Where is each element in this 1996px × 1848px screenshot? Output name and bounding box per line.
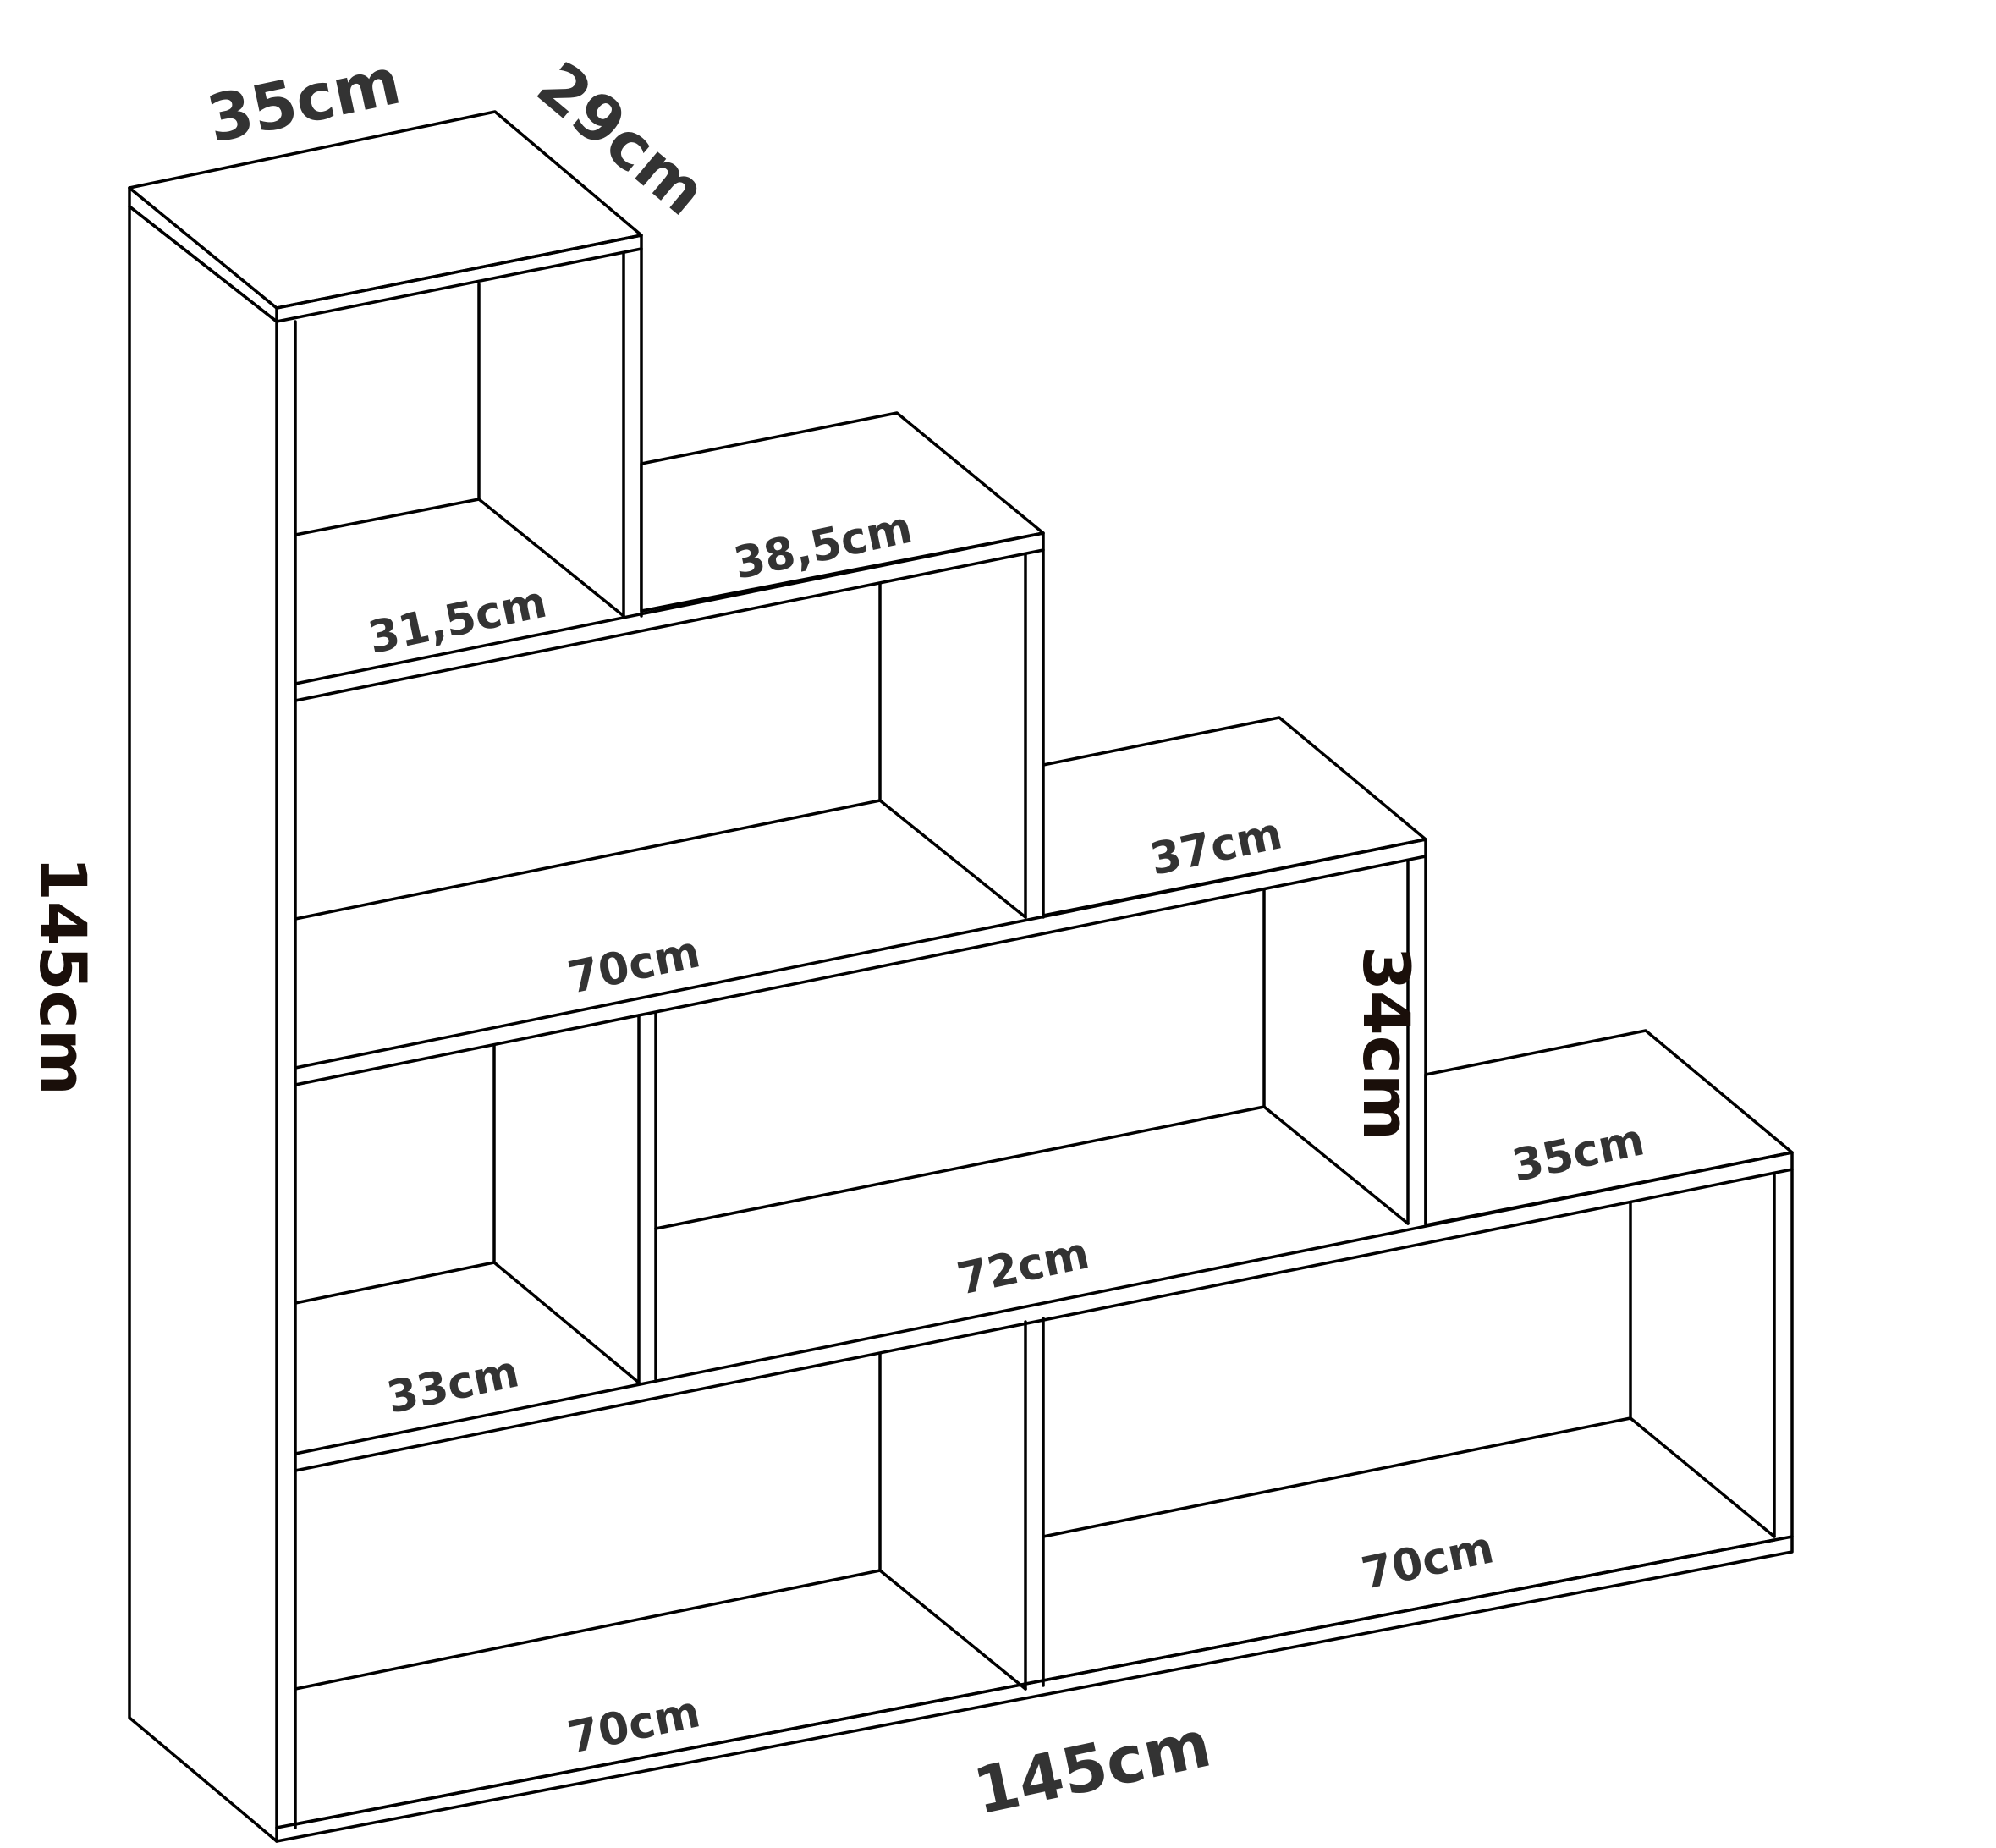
base-top-edge: [294, 1538, 1776, 1826]
l2-back-diagonal: [878, 799, 1027, 919]
l4-right-back-corner: [1042, 1202, 1632, 1538]
level4-left-shelf-label: 70cm: [564, 1686, 704, 1763]
level2-top: [640, 411, 1045, 613]
level3-right-shelf-label: 72cm: [953, 1228, 1093, 1305]
l1-back-corner: [294, 283, 481, 536]
base-width-label: 145cm: [967, 1706, 1217, 1829]
l3-left-back-diagonal: [492, 1261, 641, 1384]
left-side-panel: [128, 205, 278, 1843]
top-cap-front: [275, 234, 643, 323]
shelf2-front: [294, 838, 1427, 1086]
l4-left-back-corner: [294, 1352, 882, 1691]
l3-left-back-corner: [294, 1044, 496, 1305]
shelf1-front: [294, 531, 1045, 702]
left-panel-edge: [128, 186, 278, 323]
height-label: 145cm: [25, 856, 101, 1096]
l1-back-diagonal: [477, 498, 625, 618]
l4-right-back-diagonal: [1629, 1416, 1776, 1538]
l3-right-back-diagonal: [1262, 1105, 1410, 1225]
l4-left-back-diagonal: [878, 1569, 1027, 1691]
level3-height-label: 34cm: [1349, 946, 1424, 1141]
level4-right-shelf-label: 70cm: [1357, 1522, 1498, 1599]
l3-right-back-corner: [654, 888, 1266, 1230]
level2-shelf-label: 70cm: [564, 927, 704, 1004]
